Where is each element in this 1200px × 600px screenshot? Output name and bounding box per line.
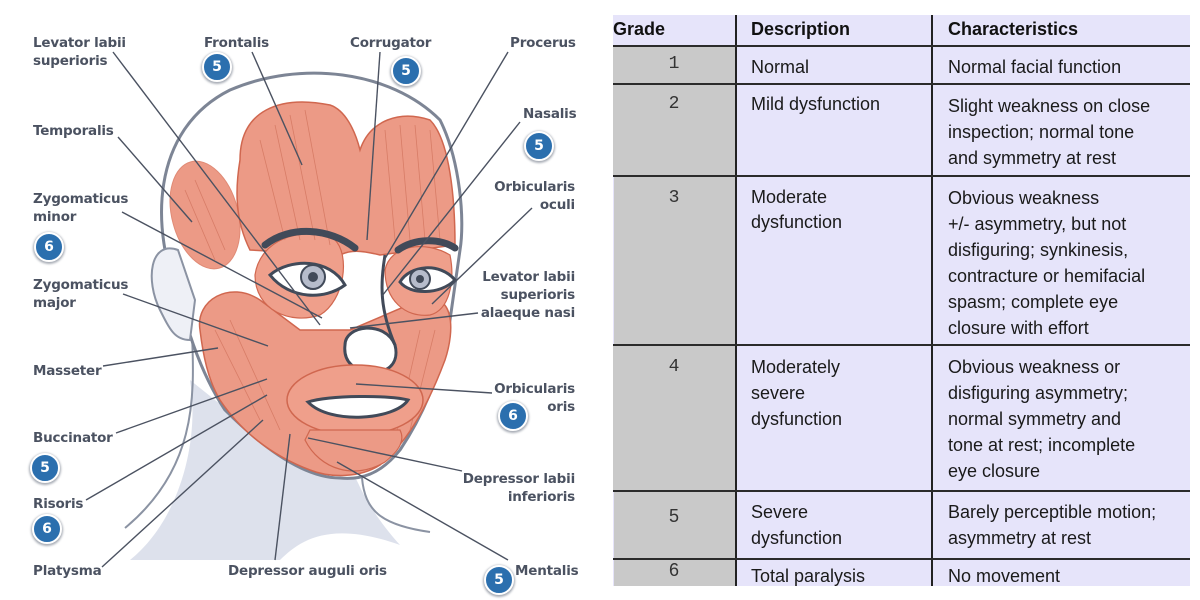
neck-shade [130, 380, 400, 560]
left-eyebrow [261, 227, 359, 252]
row-divider [613, 175, 1190, 177]
characteristics-value: Normal facial function [948, 57, 1122, 77]
facial-nerve-grading-table: Grade Description Characteristics 1 Norm… [613, 15, 1190, 586]
badge-frontalis: 5 [202, 52, 232, 82]
row-divider [613, 490, 1190, 492]
badge-zygomaticus-minor: 6 [34, 232, 64, 262]
temporalis-muscle [169, 160, 241, 270]
label-mentalis: Mentalis [515, 563, 579, 579]
label-orbicularis-oris: Orbicularis oris [494, 381, 575, 415]
description-value: Mild dysfunction [751, 94, 881, 114]
label-zygomaticus-major: Zygomaticus major [33, 277, 129, 311]
left-pupil [308, 272, 318, 282]
grade-value: 5 [668, 506, 679, 526]
badge-mentalis: 5 [484, 565, 514, 595]
ear [150, 247, 197, 342]
chin-muscle [304, 429, 403, 472]
row-divider [613, 558, 1190, 560]
leader-lines [85, 51, 533, 568]
badge-nasalis: 5 [524, 131, 554, 161]
description-value: Total paralysis [751, 566, 866, 586]
grade-value: 1 [668, 54, 680, 74]
grade-cell-bg [613, 346, 735, 490]
badge-corrugator: 5 [391, 56, 421, 86]
description-value: Normal [751, 57, 810, 77]
characteristics-value: Barely perceptible motion; asymmetry at … [948, 502, 1157, 548]
label-platysma: Platysma [33, 563, 102, 579]
label-orbicularis-oculi: Orbicularis oculi [494, 179, 575, 213]
badge-orbicularis-oris: 6 [498, 401, 528, 431]
badge-buccinator: 5 [30, 453, 60, 483]
label-risoris: Risoris [33, 496, 84, 512]
right-eyebrow [394, 237, 459, 254]
label-corrugator: Corrugator [350, 35, 432, 51]
grade-cell-bg [614, 560, 736, 586]
grade-value: 3 [668, 188, 680, 208]
grade-cell-bg [614, 177, 736, 344]
header-description: Description [751, 19, 851, 39]
column-divider [735, 15, 737, 586]
description-value: Severe dysfunction [751, 502, 843, 548]
characteristics-value: Obvious weakness or disfiguring asymmetr… [948, 357, 1136, 481]
characteristics-value: Obvious weakness +/- asymmetry, but not … [948, 188, 1146, 338]
label-nasalis: Nasalis [523, 106, 577, 122]
label-frontalis: Frontalis [204, 35, 269, 51]
facial-muscle-illustration: Levator labii superioris Frontalis 5 Cor… [30, 35, 579, 595]
header-grade: Grade [613, 19, 666, 39]
row-divider [613, 83, 1190, 85]
mouth [305, 394, 411, 419]
description-value: Moderately severe dysfunction [751, 357, 843, 429]
header-characteristics: Characteristics [948, 19, 1079, 39]
label-zygomaticus-minor: Zygomaticus minor [33, 191, 129, 225]
face-drawing [85, 51, 533, 568]
right-pupil [416, 275, 424, 283]
label-depressor-anguli-oris: Depressor auguli oris [228, 563, 387, 579]
grade-cell-bg [613, 85, 735, 175]
characteristics-value: No movement [948, 566, 1061, 586]
label-masseter: Masseter [33, 363, 102, 379]
neck-outline [124, 334, 194, 529]
neck-outline-right [361, 477, 431, 533]
label-procerus: Procerus [510, 35, 576, 51]
nose-bridge [380, 254, 397, 346]
label-temporalis: Temporalis [33, 123, 114, 139]
label-levator-labii-superioris-alaeque-nasi: Levator labii superioris alaeque nasi [480, 269, 575, 321]
badge-risoris: 6 [32, 514, 62, 544]
striations [184, 109, 441, 441]
label-levator-labii-superioris: Levator labii superioris [33, 35, 126, 69]
label-depressor-labii-inferioris: Depressor labii inferioris [462, 471, 575, 505]
description-value: Moderate dysfunction [751, 187, 843, 232]
grade-value: 2 [668, 94, 680, 114]
characteristics-value: Slight weakness on close inspection; nor… [948, 96, 1151, 168]
row-divider [613, 344, 1190, 346]
grade-value: 6 [668, 560, 679, 580]
grade-cell-bg [614, 492, 736, 558]
grade-value: 4 [668, 357, 680, 377]
grade-cell-bg [613, 45, 735, 83]
column-divider [931, 15, 933, 586]
row-divider [613, 45, 1190, 47]
label-buccinator: Buccinator [33, 430, 113, 446]
